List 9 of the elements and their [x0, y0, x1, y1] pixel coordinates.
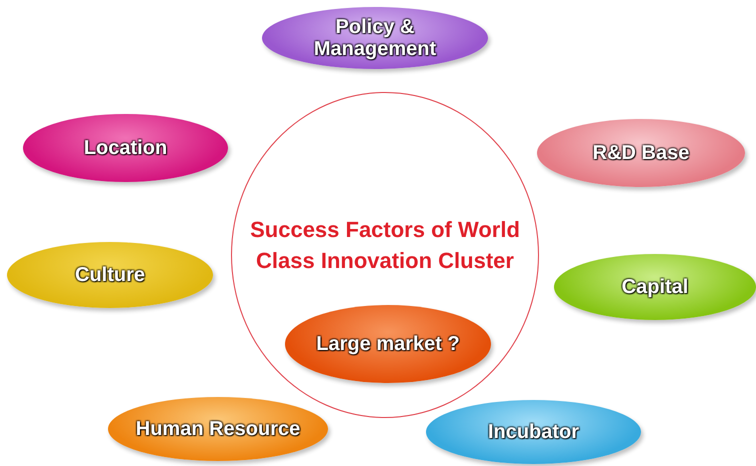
- factor-ellipse: Large market ?: [285, 305, 491, 383]
- circle-title: Success Factors of World Class Innovation Cluster: [249, 216, 521, 275]
- factor-ellipse: Culture: [7, 242, 213, 308]
- factor-ellipse: Human Resource: [108, 397, 328, 461]
- factor-ellipse: Incubator: [426, 400, 641, 464]
- factor-ellipse: R&D Base: [537, 119, 745, 187]
- factor-ellipse: Location: [23, 114, 228, 182]
- factor-ellipse: Policy & Management: [262, 7, 488, 69]
- factor-ellipse: Capital: [554, 254, 756, 320]
